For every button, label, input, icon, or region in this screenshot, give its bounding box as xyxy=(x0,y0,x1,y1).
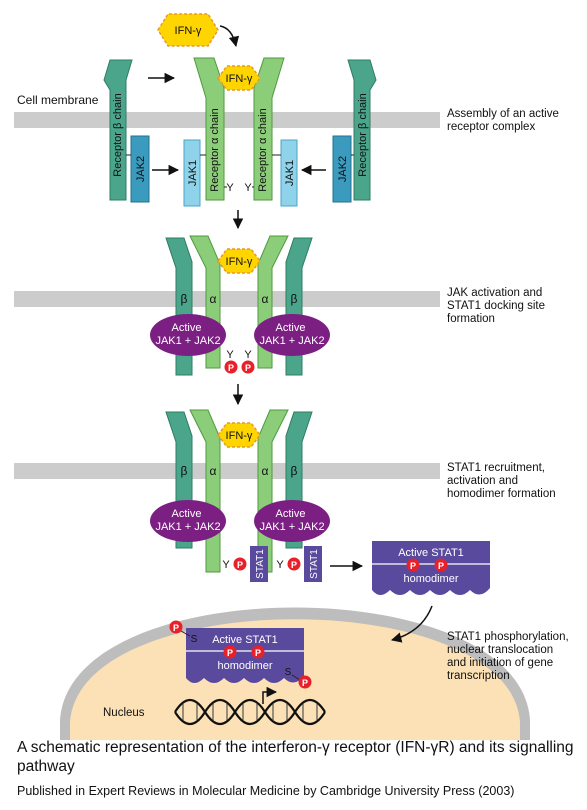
phospho-cyto-r-label: P xyxy=(438,561,444,571)
phospho-nuc-l xyxy=(223,645,237,659)
beta-chain-left xyxy=(103,59,133,201)
arrow-to-nucleus xyxy=(390,605,433,643)
jak2-right xyxy=(332,135,352,203)
stat1-left-label: STAT1 xyxy=(255,549,266,579)
stat1-right-label: STAT1 xyxy=(309,549,320,579)
alpha-symbol-2l: α xyxy=(210,292,217,306)
jak1-left-label: JAK1 xyxy=(187,160,199,186)
active-jak-complex-3l xyxy=(150,500,226,542)
tyrosine-left-1: Y xyxy=(226,182,234,194)
active-stat1-cyto-label: Active STAT1 xyxy=(398,547,464,559)
phospho-2l xyxy=(224,360,238,374)
phospho-cyto-l xyxy=(406,558,420,572)
phospho-2l-label: P xyxy=(228,363,234,373)
cell-membrane-label: Cell membrane xyxy=(17,93,99,107)
beta-chain-left-label: Receptor β chain xyxy=(112,93,124,176)
beta-symbol-2r: β xyxy=(291,292,298,306)
phospho-nuc-l-label: P xyxy=(227,648,233,658)
alpha-chain-left xyxy=(193,57,225,201)
free-ifn-gamma xyxy=(157,13,219,47)
nucleus-label: Nucleus xyxy=(103,707,145,719)
phospho-3l xyxy=(233,557,247,571)
beta-symbol-3l: β xyxy=(181,464,188,478)
beta-chain-right-label: Receptor β chain xyxy=(357,93,369,176)
ifn-binding-arrow xyxy=(219,25,240,48)
alpha-chain-left-label: Receptor α chain xyxy=(209,108,221,191)
step1-label: Assembly of an active receptor complex xyxy=(447,108,562,133)
phospho-cyto-r xyxy=(434,558,448,572)
figure-caption: A schematic representation of the interf… xyxy=(17,739,574,775)
phospho-serine-top-label: P xyxy=(173,623,179,633)
active-jak-complex-3r xyxy=(254,500,330,542)
step2-label: JAK activation and STAT1 docking site fo… xyxy=(447,287,548,325)
beta-chain-right xyxy=(347,59,377,201)
publication-credit: Published in Expert Reviews in Molecular… xyxy=(17,784,515,798)
cell-membrane-2 xyxy=(14,291,440,307)
phospho-nuc-r xyxy=(251,645,265,659)
jak1-right xyxy=(280,139,298,207)
phospho-serine-bottom xyxy=(298,675,312,689)
bound-ifn-gamma-2 xyxy=(217,248,261,274)
active-jak-complex-2r xyxy=(254,314,330,356)
bound-ifn-label-2: IFN-γ xyxy=(226,256,253,268)
jak2-left xyxy=(130,135,150,203)
jak1-right-label: JAK1 xyxy=(284,160,296,186)
phospho-2r-label: P xyxy=(245,363,251,373)
phospho-3r-label: P xyxy=(291,560,297,570)
cell-membrane-3 xyxy=(14,463,440,479)
jak2-left-label: JAK2 xyxy=(135,156,147,182)
active-jak-complex-2l xyxy=(150,314,226,356)
bound-ifn-gamma-1 xyxy=(217,65,261,91)
serine-top: S xyxy=(191,634,198,645)
serine-bottom: S xyxy=(285,667,292,678)
phospho-serine-bottom-label: P xyxy=(302,678,308,688)
phospho-nuc-r-label: P xyxy=(255,648,261,658)
alpha-symbol-2r: α xyxy=(262,292,269,306)
phospho-3r xyxy=(287,557,301,571)
bound-ifn-label-3: IFN-γ xyxy=(226,430,253,442)
stat1-left xyxy=(250,546,268,582)
phospho-serine-top xyxy=(169,620,183,634)
transcription-start-arrow xyxy=(262,686,278,704)
dna-double-helix xyxy=(174,698,326,726)
beta-symbol-3r: β xyxy=(291,464,298,478)
bound-ifn-gamma-3 xyxy=(217,422,261,448)
step3-label: STAT1 recruitment, activation and homodi… xyxy=(447,462,556,500)
bound-ifn-label-1: IFN-γ xyxy=(226,73,253,85)
alpha-symbol-3l: α xyxy=(210,464,217,478)
cell-membrane-1 xyxy=(14,112,440,128)
active-jak-2r-text: Active JAK1 + JAK2 xyxy=(259,322,324,347)
alpha-chain-right-label: Receptor α chain xyxy=(257,108,269,191)
tyrosine-right-1: Y xyxy=(244,182,252,194)
step4-label: STAT1 phosphorylation, nuclear transloca… xyxy=(447,631,572,682)
beta-symbol-2l: β xyxy=(181,292,188,306)
alpha-symbol-3r: α xyxy=(262,464,269,478)
tyrosine-left-2: Y xyxy=(226,349,234,361)
stat1-homodimer-cytoplasm xyxy=(372,541,490,595)
stat1-right xyxy=(304,546,322,582)
alpha-chain-right xyxy=(253,57,285,201)
free-ifn-label: IFN-γ xyxy=(175,25,202,37)
phospho-2r xyxy=(241,360,255,374)
active-jak-3r-text: Active JAK1 + JAK2 xyxy=(259,508,324,533)
homodimer-nuc-label: homodimer xyxy=(217,660,272,672)
tyrosine-left-3: Y xyxy=(222,559,230,571)
jak1-left xyxy=(183,139,201,207)
jak2-right-label: JAK2 xyxy=(337,156,349,182)
active-stat1-nuc-label: Active STAT1 xyxy=(212,634,278,646)
tyrosine-right-2: Y xyxy=(244,349,252,361)
active-jak-2l-text: Active JAK1 + JAK2 xyxy=(155,322,220,347)
phospho-3l-label: P xyxy=(237,560,243,570)
tyrosine-right-3: Y xyxy=(276,559,284,571)
active-jak-3l-text: Active JAK1 + JAK2 xyxy=(155,508,220,533)
stat1-homodimer-nucleus xyxy=(186,628,304,683)
homodimer-cyto-label: homodimer xyxy=(403,573,458,585)
phospho-cyto-l-label: P xyxy=(410,561,416,571)
